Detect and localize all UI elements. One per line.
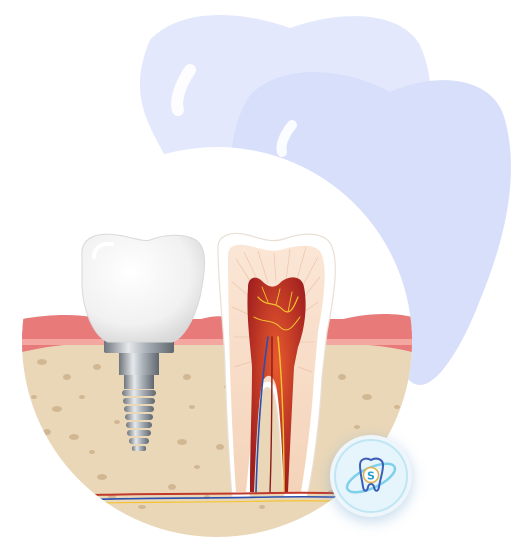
logo-tooth-shape [358, 457, 385, 492]
logo-letter: S [367, 470, 375, 483]
implant-crown [81, 233, 206, 343]
tooth-nerves [253, 286, 301, 493]
background-tooth-highlight-2 [276, 120, 297, 157]
crown-highlight [92, 241, 114, 259]
logo-letter-circle [362, 466, 380, 484]
background-tooth-highlight [171, 64, 196, 116]
pulp-chamber [247, 277, 306, 492]
dentin-lines [231, 246, 321, 373]
implant-screw-threads [122, 390, 156, 451]
tooth-logo-icon: S [334, 439, 408, 513]
clinic-logo-badge: S [330, 435, 412, 517]
gum-edge [22, 339, 412, 345]
